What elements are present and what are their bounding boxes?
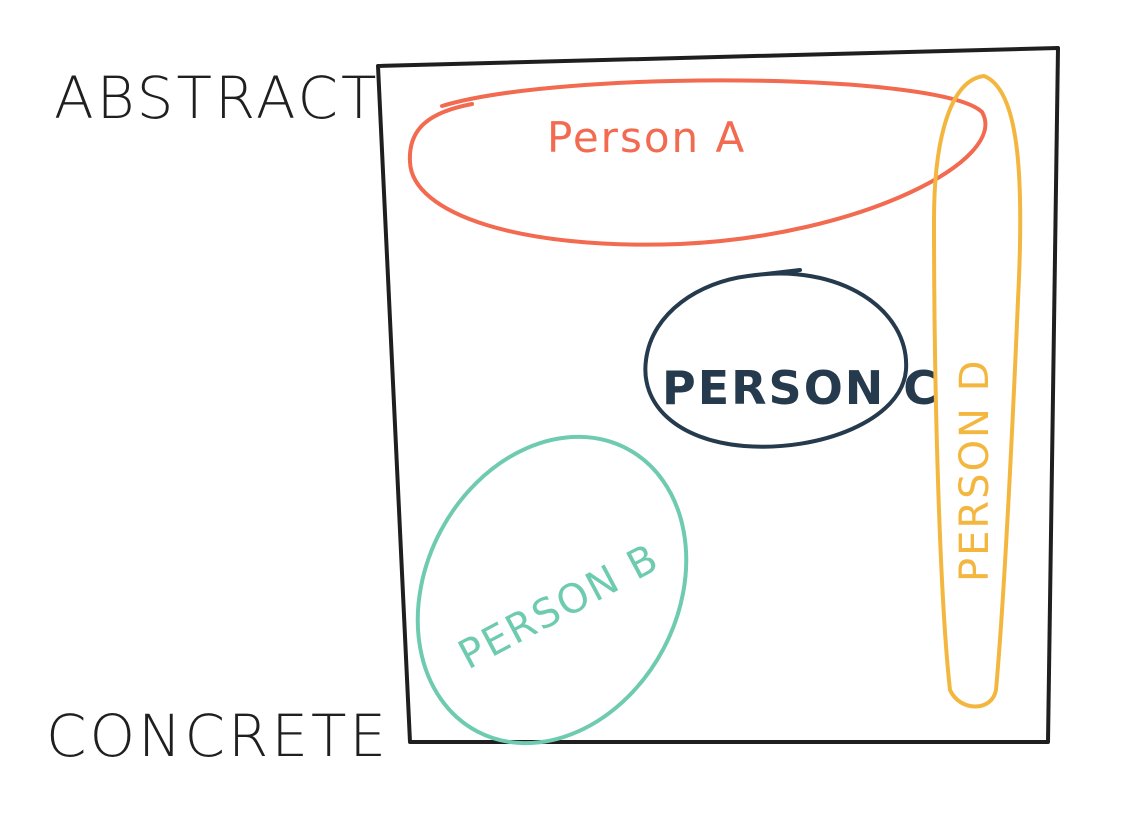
person-d-label: PERSON D [952,359,998,583]
person-a-label: Person A [547,113,746,162]
person-d-outline [932,74,1023,709]
person-d-group: PERSON D [932,74,1023,709]
diagram-frame [376,46,1060,744]
person-b-group: PERSON B [415,434,689,746]
person-b-label: PERSON B [451,535,667,679]
axis-label-abstract: ABSTRACT [54,64,379,132]
person-c-outline [643,268,909,449]
person-a-outline [407,78,988,247]
person-c-label: PERSON C [662,361,939,415]
person-a-group: Person A [407,78,988,247]
person-c-group: PERSON C [643,268,939,449]
axis-label-concrete: CONCRETE [46,702,389,770]
person-b-outline [415,434,689,746]
